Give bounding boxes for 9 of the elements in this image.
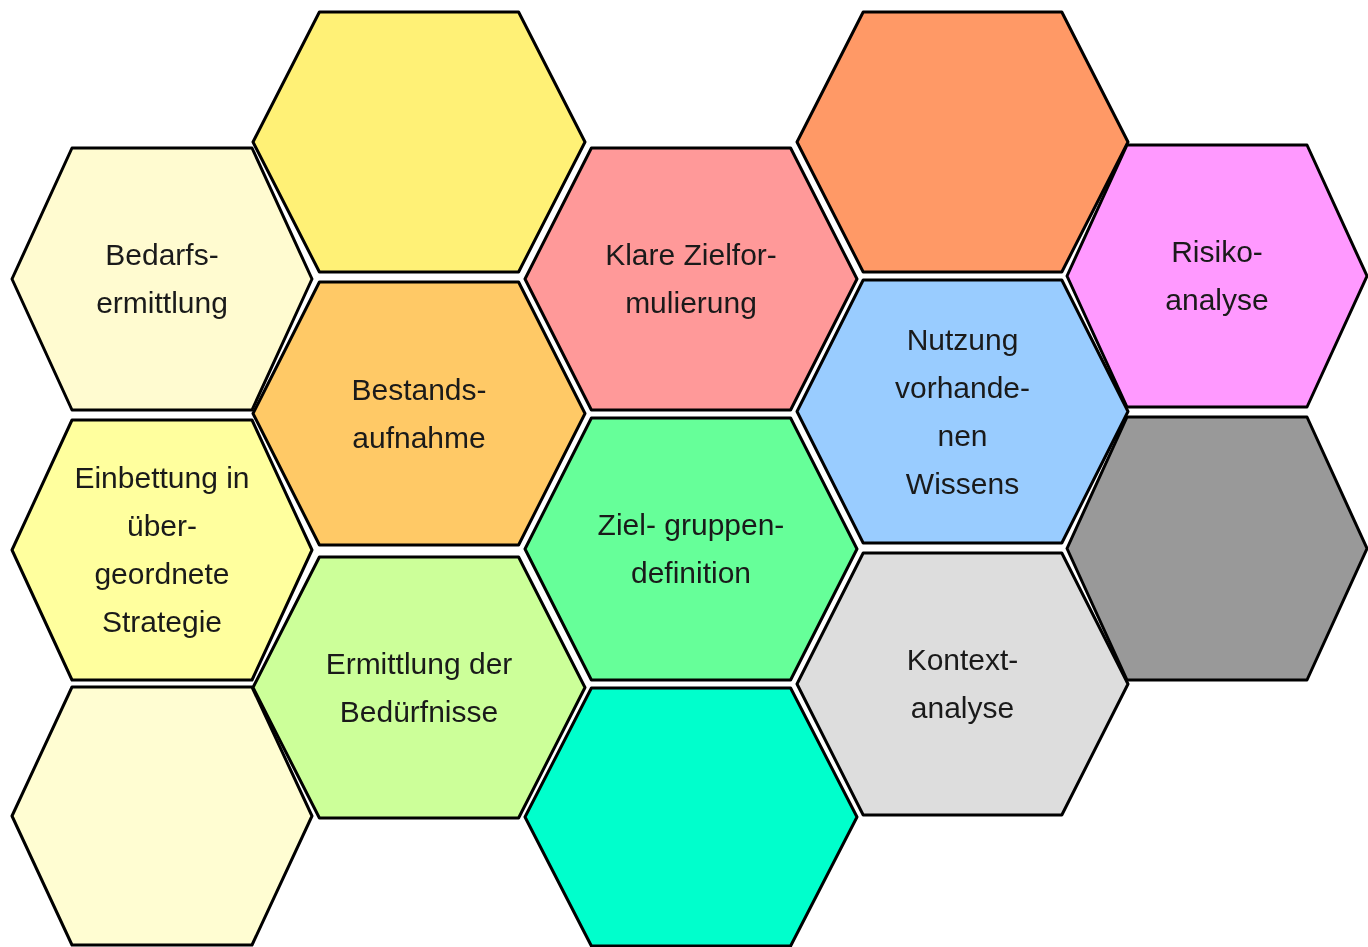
- tile-label: Ermittlung der Bedürfnisse: [324, 645, 514, 730]
- tile-label: Klare Zielfor- mulierung: [604, 237, 778, 321]
- tile-label: Kontext- analyse: [905, 642, 1020, 726]
- tile-label: Bestands- aufnahme: [350, 371, 488, 456]
- tile-label: Nutzung vorhande- nen Wissens: [893, 321, 1032, 502]
- tile-label: Bedarfs- ermittlung: [95, 237, 229, 321]
- tile-label: Risiko- analyse: [1164, 234, 1270, 318]
- tile-label: Einbettung in über- geordnete Strategie: [73, 460, 251, 640]
- tile-label: Ziel- gruppen- definition: [596, 507, 786, 591]
